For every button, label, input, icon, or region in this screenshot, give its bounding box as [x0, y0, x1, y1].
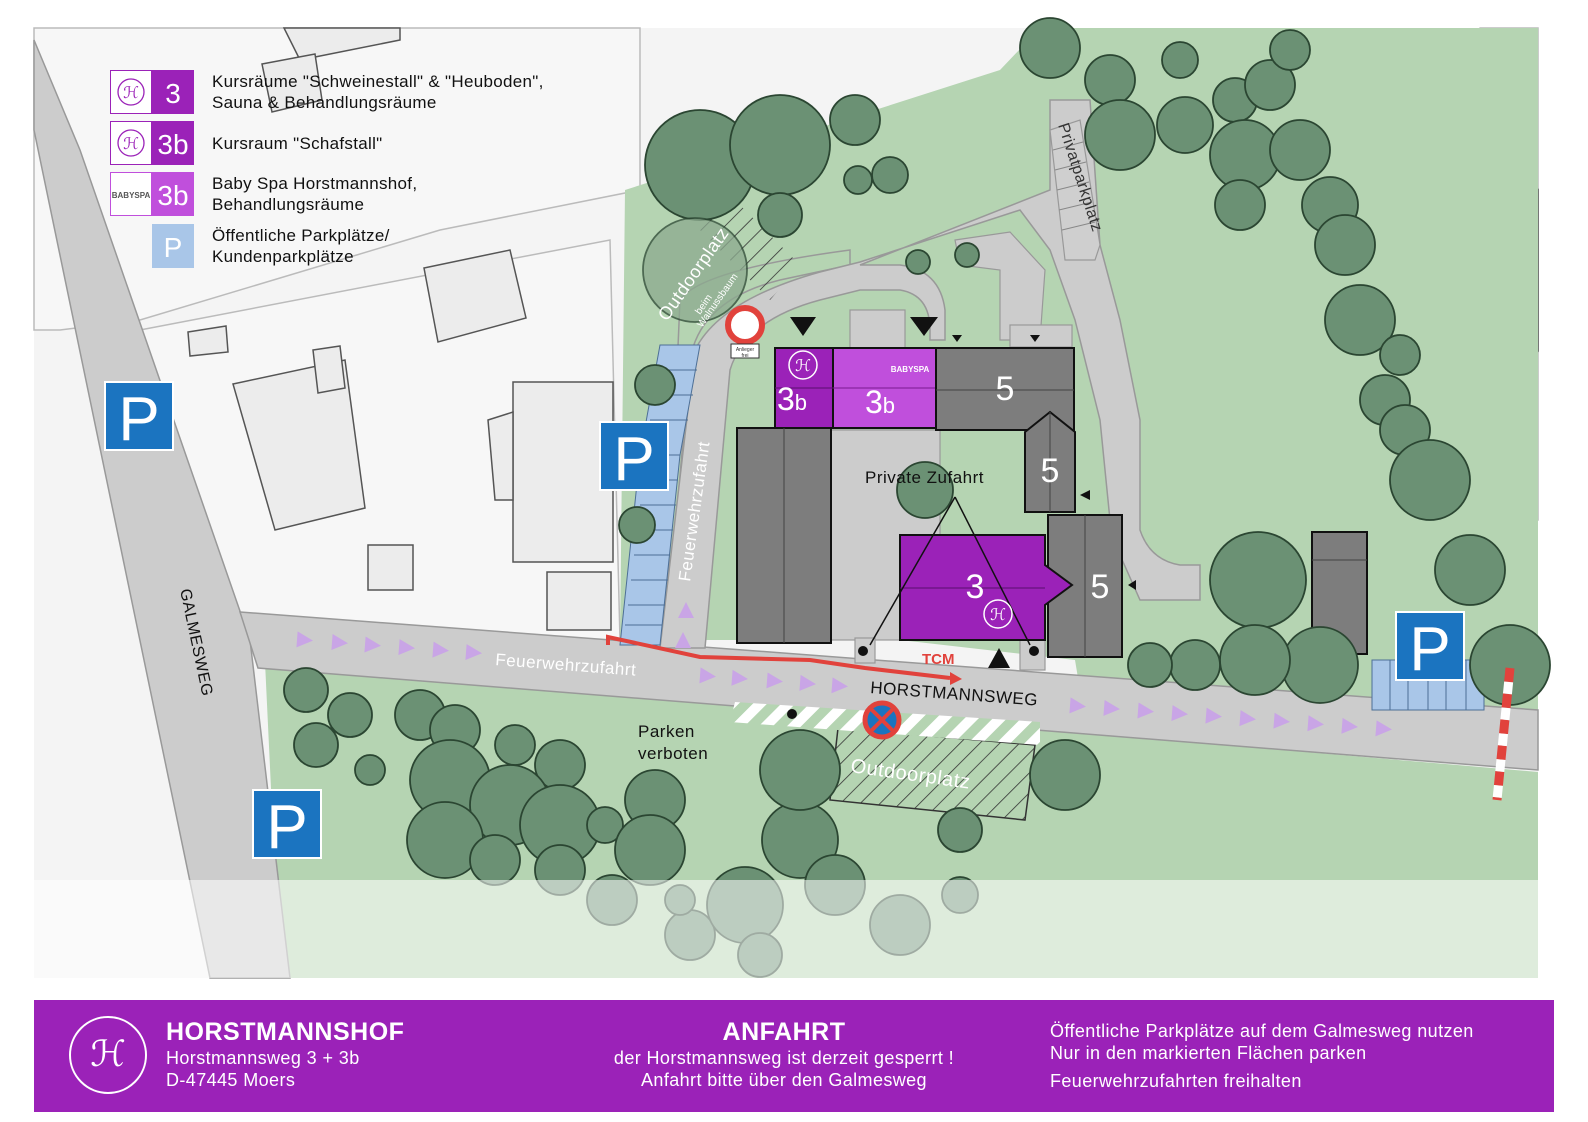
fire-lane-arrow [1375, 720, 1392, 737]
fire-lane-arrow [1137, 702, 1154, 719]
legend-item-3b: ℋ 3b Kursraum "Schafstall" [110, 121, 382, 165]
legend-3-line-2: Sauna & Behandlungsräume [212, 93, 437, 112]
legend-3-line-1: Kursräume "Schweinestall" & "Heuboden", [212, 72, 544, 91]
fire-lane-arrow [678, 602, 694, 618]
legend-babyspa-logo: BABYSPA [112, 191, 151, 200]
legend-icon-babyspa: BABYSPA 3b [110, 172, 194, 216]
svg-text:ℋ: ℋ [123, 85, 139, 102]
parking-signs [104, 381, 1465, 859]
fire-lane-arrow [1239, 710, 1256, 727]
no-parking-label-1: Parken [638, 722, 695, 741]
no-parking-sign [862, 700, 902, 740]
fire-lane-arrow [364, 636, 381, 653]
fire-lane-arrow [799, 674, 816, 691]
fire-lane-arrow [331, 634, 348, 651]
note-3: Feuerwehrzufahrten freihalten [1050, 1071, 1302, 1091]
legend-babyspa-line-1: Baby Spa Horstmannshof, [212, 174, 418, 193]
entrance-markers [790, 317, 1136, 668]
no-parking-label-2: verboten [638, 744, 708, 763]
legend-icon-3b: ℋ 3b [110, 121, 194, 165]
legend-parking-line-2: Kundenparkplätze [212, 247, 354, 266]
parking-sign-center: P [613, 425, 654, 494]
footer-notes: Öffentliche Parkplätze auf dem Galmesweg… [1050, 1020, 1474, 1092]
legend-icon-3-text: 3 [165, 78, 181, 109]
building-logo-b: ℋ [990, 607, 1006, 624]
svg-text:ℋ: ℋ [90, 1033, 126, 1074]
fire-lane-arrows [296, 602, 1392, 737]
fire-lane-arrow [1171, 705, 1188, 722]
directions-line-1: der Horstmannsweg ist derzeit gesperrt ! [613, 1048, 955, 1068]
fire-lane-arrow [1103, 699, 1120, 716]
label-3: 3 [966, 568, 985, 606]
legend-icon-parking-text: P [164, 232, 183, 263]
parking-sign-west: P [118, 385, 159, 454]
directions-title: ANFAHRT [722, 1018, 846, 1046]
footer-brand: HORSTMANNSHOF Horstmannsweg 3 + 3b D-474… [166, 1018, 404, 1091]
legend-icon-3b-text: 3b [157, 129, 188, 160]
fire-lane-arrow [398, 639, 415, 656]
label-5b: 5 [1041, 452, 1060, 490]
footer-directions: ANFAHRT der Horstmannsweg ist derzeit ge… [554, 1018, 1014, 1091]
note-1: Öffentliche Parkplätze auf dem Galmesweg… [1050, 1021, 1474, 1041]
fire-lane-arrow [1307, 715, 1324, 732]
legend-icon-babyspa-text: 3b [157, 180, 188, 211]
parking-sign-east: P [1409, 615, 1450, 684]
note-2: Nur in den markierten Flächen parken [1050, 1043, 1367, 1063]
legend-icon-parking: P [152, 224, 194, 268]
parking-sign-south: P [266, 793, 307, 862]
legend-item-parking: P Öffentliche Parkplätze/ Kundenparkplät… [110, 224, 390, 268]
map-fade [34, 880, 1538, 978]
fire-lane-arrow [432, 641, 449, 658]
buildings [736, 347, 1368, 658]
directions-line-2: Anfahrt bitte über den Galmesweg [641, 1070, 927, 1090]
legend-parking-line-1: Öffentliche Parkplätze/ [212, 226, 390, 245]
fire-lane-arrow [296, 631, 313, 648]
fire-lane-arrow [1205, 707, 1222, 724]
svg-text:ℋ: ℋ [123, 136, 139, 153]
legend-icon-3: ℋ 3 [110, 70, 194, 114]
label-5c: 5 [1091, 568, 1110, 606]
fire-lane-arrow [1341, 717, 1358, 734]
horstmannshof-logo-icon: ℋ [69, 1016, 147, 1094]
fire-lane-arrow [1069, 697, 1086, 714]
fire-lane-arrow [675, 632, 691, 648]
legend-item-3: ℋ 3 Kursräume "Schweinestall" & "Heubode… [110, 70, 544, 114]
fire-lane-arrow [731, 669, 748, 686]
fire-lane-arrow [1273, 712, 1290, 729]
neighbour-buildings [187, 27, 1539, 631]
label-3b-a: 3b [777, 381, 807, 417]
fire-lane-arrow [465, 644, 482, 661]
tcm-route [606, 634, 951, 680]
label-5a: 5 [996, 370, 1015, 408]
legend-babyspa-line-2: Behandlungsräume [212, 195, 365, 214]
private-access-label: Private Zufahrt [865, 468, 984, 487]
outdoor-top-hatch [700, 195, 800, 300]
road-barrier [1492, 667, 1515, 801]
fire-lane-arrow [766, 672, 783, 689]
label-3b-b: 3b [865, 384, 895, 420]
legend-3b-line-1: Kursraum "Schafstall" [212, 133, 383, 153]
tcm-label: TCM [922, 651, 955, 668]
tcm-arrow-head [950, 672, 962, 685]
access-point-dots [787, 646, 1039, 719]
info-footer: ℋ HORSTMANNSHOF Horstmannsweg 3 + 3b D-4… [34, 1000, 1554, 1112]
no-entry-sign [725, 305, 765, 359]
address-line-1: Horstmannsweg 3 + 3b [166, 1048, 360, 1068]
legend-item-babyspa: BABYSPA 3b Baby Spa Horstmannshof, Behan… [110, 172, 417, 216]
private-parking-strip [1049, 119, 1101, 261]
private-access-lines [869, 496, 1031, 646]
address-line-2: D-47445 Moers [166, 1070, 296, 1090]
babyspa-logo: BABYSPA [891, 365, 930, 374]
building-logo-a: ℋ [795, 358, 811, 375]
brand-name: HORSTMANNSHOF [166, 1018, 405, 1046]
building-logo-icons [788, 350, 1013, 629]
sign-sub-2: frei [742, 353, 749, 359]
sign-sub-1: Anlieger [736, 347, 755, 353]
fire-lane-arrow [699, 667, 716, 684]
fire-lane-arrow [831, 677, 848, 694]
private-parking-lines [1052, 141, 1096, 231]
